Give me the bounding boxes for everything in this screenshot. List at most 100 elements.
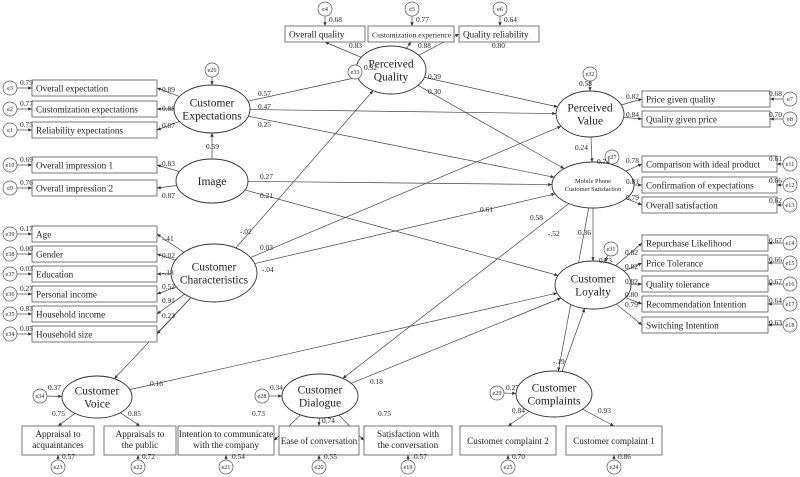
path-cd-cl bbox=[350, 297, 562, 384]
latent-label: Customer Satisfaction bbox=[565, 186, 622, 193]
indicator-label: Comparison with ideal product bbox=[646, 159, 761, 169]
load-cc-age bbox=[156, 233, 185, 253]
indicator-label: acquaintances bbox=[32, 440, 84, 450]
error-e5: e5 bbox=[404, 1, 420, 17]
error-e34b: e34 bbox=[32, 388, 48, 404]
indicator-label: the conversation bbox=[378, 440, 439, 450]
coef-acq-r2: 0.57 bbox=[62, 452, 75, 461]
coef-cl-rec: 0.80 bbox=[625, 290, 638, 299]
path-ce-pq bbox=[247, 76, 358, 102]
error-label: e10 bbox=[6, 162, 15, 169]
error-label: e18 bbox=[786, 322, 795, 329]
coef-ce-cust: 0.88 bbox=[162, 104, 175, 113]
coef-cc-hi: 0.91 bbox=[162, 296, 175, 305]
load-cs-cip bbox=[625, 163, 643, 172]
coef-cc-edu: -.18 bbox=[162, 268, 174, 277]
error-label: e3 bbox=[7, 85, 13, 92]
path-ce-cs bbox=[248, 115, 555, 179]
coef-ce-pv: 0.47 bbox=[258, 102, 271, 111]
coef-rep-r2: 0.67 bbox=[769, 236, 782, 245]
load-cc-pi bbox=[156, 286, 177, 295]
error-label: e7 bbox=[787, 96, 793, 103]
coef-pv-r2: 0.58 bbox=[579, 79, 592, 88]
coef-c2-r2: 0.70 bbox=[512, 452, 525, 461]
indicator-gen: Gender bbox=[31, 245, 158, 263]
load-cl-rec bbox=[625, 297, 643, 305]
coef-age-r2: 0.17 bbox=[20, 224, 33, 233]
error-e3: e3 bbox=[2, 80, 18, 96]
indicator-cc1: Customer complaint 1 bbox=[565, 425, 663, 456]
indicator-label: Intention to communicate bbox=[179, 429, 273, 439]
coef-qr-r2: 0.64 bbox=[504, 15, 517, 24]
indicator-label: Overall satisfaction bbox=[646, 200, 718, 210]
error-e4: e4 bbox=[317, 1, 333, 17]
error-e29: e29 bbox=[489, 385, 505, 401]
coef-pt-r2: 0.66 bbox=[769, 255, 782, 264]
error-label: e39 bbox=[6, 231, 15, 238]
load-cc-hi bbox=[156, 293, 185, 315]
latent-label: Image bbox=[198, 176, 227, 188]
coef-cc-pv: 0.03 bbox=[260, 243, 273, 252]
coef-hs-r2: 0.05 bbox=[20, 324, 33, 333]
error-label: e34 bbox=[6, 331, 15, 338]
latent-img: Image bbox=[175, 158, 249, 204]
coef-cc-pi: 0.52 bbox=[162, 282, 175, 291]
coef-pq-pv: 0.39 bbox=[428, 72, 441, 81]
error-e7: e7 bbox=[782, 91, 798, 107]
coef-ce-r2: 0.77 bbox=[416, 15, 429, 24]
latent-label: Dialogue bbox=[299, 398, 341, 410]
indicator-rep: Repurchase Likelihood bbox=[641, 234, 769, 252]
error-e31: e31 bbox=[603, 241, 619, 257]
indicator-label: Repurchase Likelihood bbox=[646, 238, 732, 248]
coef-oi1-r2: 0.69 bbox=[20, 155, 33, 164]
indicator-label: Reliability expectations bbox=[36, 125, 123, 135]
coef-cd-sat: 0.75 bbox=[378, 409, 391, 418]
coef-cs-r2: 0.74 bbox=[597, 157, 610, 166]
error-label: e36 bbox=[6, 291, 15, 298]
error-label: e33 bbox=[351, 69, 360, 76]
coef-cl-qt: 0.82 bbox=[625, 277, 638, 286]
indicator-label: Appraisals to bbox=[116, 429, 165, 439]
coef-pq-oq: 0.83 bbox=[349, 41, 362, 50]
error-e36: e36 bbox=[2, 286, 18, 302]
indicator-label: Age bbox=[36, 229, 51, 239]
coef-pq-ce: 0.88 bbox=[418, 41, 431, 50]
indicator-label: Quality reliability bbox=[463, 29, 529, 39]
latent-label: Voice bbox=[84, 399, 110, 411]
path-cc-pq bbox=[235, 90, 374, 249]
load-cl-pt bbox=[623, 262, 643, 272]
load-pv-pgq bbox=[621, 98, 643, 106]
path-cc-cs bbox=[254, 193, 556, 264]
error-e38: e38 bbox=[2, 246, 18, 262]
coef-cco-c2: 0.84 bbox=[512, 406, 525, 415]
error-label: e5 bbox=[409, 6, 415, 13]
error-label: e2 bbox=[7, 106, 13, 113]
error-label: e19 bbox=[404, 464, 413, 471]
coef-cc-gender: 0.02 bbox=[162, 251, 175, 260]
load-ce-reE bbox=[156, 121, 180, 131]
coef-cv-cl: 0.16 bbox=[150, 379, 163, 388]
error-e15: e15 bbox=[782, 255, 798, 271]
load-img-oi2 bbox=[156, 185, 177, 190]
load-cv-pub bbox=[120, 412, 141, 427]
error-label: e9 bbox=[7, 185, 13, 192]
coef-cs-cc: 0.58 bbox=[530, 213, 543, 222]
error-e37: e37 bbox=[2, 266, 18, 282]
error-e33: e33 bbox=[347, 64, 363, 80]
indicator-label: Quality tolerance bbox=[646, 279, 710, 289]
coef-cs-cc2: -.52 bbox=[548, 229, 560, 238]
error-e23: e23 bbox=[50, 459, 66, 475]
load-cl-sw bbox=[616, 303, 643, 326]
coef-cco-cl: -.19 bbox=[553, 357, 565, 366]
indicator-label: Recommendation Intention bbox=[646, 299, 747, 309]
error-e13: e13 bbox=[782, 197, 798, 213]
indicator-label: Price given quality bbox=[646, 94, 716, 104]
error-label: e27 bbox=[608, 154, 617, 161]
